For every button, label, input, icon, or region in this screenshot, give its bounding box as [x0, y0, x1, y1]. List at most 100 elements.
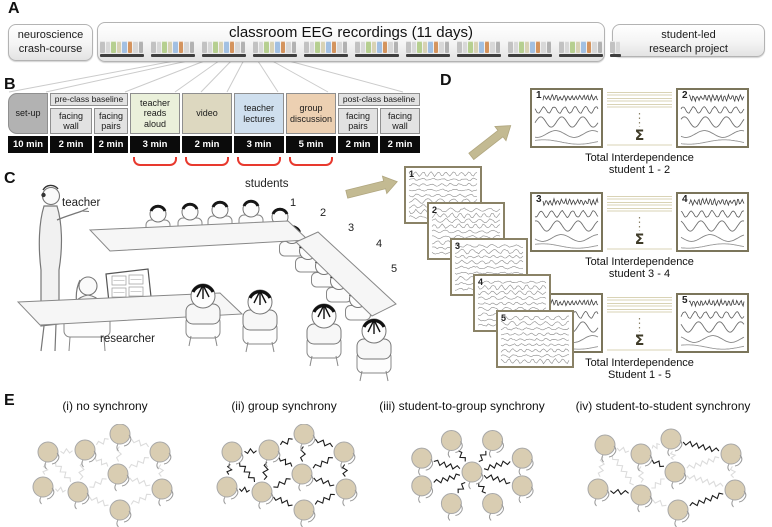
- network-student-to-group: [411, 429, 534, 521]
- head-icon: [660, 428, 683, 457]
- head-circle: [74, 439, 96, 461]
- face-profile: [347, 452, 356, 465]
- neck-line: [258, 501, 261, 510]
- condition-bar: [597, 41, 602, 53]
- fan-line: [226, 57, 246, 93]
- eeg-line: [500, 348, 570, 353]
- day-bar-group: [253, 41, 297, 57]
- post-class-baseline-header: post-class baseline: [338, 93, 420, 106]
- head-circle: [667, 499, 689, 521]
- head-circle: [411, 447, 433, 469]
- face-profile: [674, 439, 683, 452]
- chair-leg: [335, 355, 339, 367]
- neck-line: [518, 495, 522, 504]
- synchrony-link: [669, 451, 677, 461]
- neck-line: [223, 496, 226, 505]
- synchrony-link: [483, 460, 511, 471]
- chair-leg: [188, 335, 192, 347]
- arrow-icon: [468, 125, 512, 161]
- student-figure-back: [185, 283, 221, 347]
- head-icon: [74, 439, 97, 468]
- fan-line: [255, 57, 279, 93]
- condition-bar: [422, 41, 427, 53]
- head-icon: [67, 481, 90, 510]
- head-circle: [109, 424, 131, 445]
- neck-line: [594, 498, 597, 507]
- eeg-trace: [534, 106, 599, 114]
- head-circle: [630, 484, 652, 506]
- chair-leg: [103, 336, 106, 352]
- eeg-line: [454, 259, 524, 265]
- head-circle: [221, 441, 243, 463]
- condition-bar: [524, 41, 529, 53]
- neck-line: [447, 513, 451, 521]
- eeg-trace: [680, 105, 745, 114]
- synchrony-link: [312, 457, 333, 469]
- condition-bar: [269, 41, 274, 53]
- condition-bar: [207, 41, 212, 53]
- head-icon: [221, 441, 244, 470]
- synchrony-link: [457, 481, 466, 494]
- eeg-box-student-5: 5: [676, 293, 749, 353]
- condition-bar: [462, 41, 467, 53]
- head-circle: [333, 441, 355, 463]
- fan-line: [277, 57, 404, 93]
- head-icon: [440, 429, 463, 458]
- synchrony-link: [299, 446, 307, 462]
- face-profile: [305, 474, 314, 487]
- condition-bar: [275, 41, 280, 53]
- condition-bar: [229, 41, 234, 53]
- pair-caption-3-4: Total Interdependence student 3 - 4: [530, 256, 749, 280]
- neck-line: [674, 519, 677, 527]
- synchrony-link: [682, 440, 720, 453]
- eeg-cap-icon: [181, 202, 199, 210]
- chair-leg: [245, 341, 249, 353]
- face-profile: [88, 450, 97, 463]
- condition-bar: [417, 41, 422, 53]
- condition-bar: [240, 41, 245, 53]
- eeg-traces: [534, 197, 599, 249]
- classroom-recordings-title: classroom EEG recordings (11 days): [229, 24, 473, 41]
- condition-bar: [457, 41, 462, 53]
- eeg-box-number: 3: [536, 194, 542, 205]
- panel-e-label: E: [4, 392, 15, 409]
- crash-course-line1: neuroscience: [17, 29, 84, 41]
- face-profile: [349, 489, 358, 502]
- net-title-student-to-student: (iv) student-to-student synchrony: [575, 399, 751, 413]
- face-profile: [265, 492, 274, 505]
- condition-bar: [138, 41, 143, 53]
- condition-bar: [388, 41, 393, 53]
- face-profile: [425, 458, 434, 471]
- sheet-number: 2: [432, 205, 438, 215]
- face-profile: [455, 504, 463, 517]
- synchrony-link: [262, 461, 269, 481]
- eeg-line: [431, 212, 501, 219]
- head-circle: [511, 475, 533, 497]
- eeg-line: [431, 223, 501, 229]
- fan-line: [200, 57, 235, 93]
- eeg-line: [454, 271, 524, 275]
- condition-bar: [564, 41, 569, 53]
- teacher-legs: [40, 323, 57, 352]
- eeg-line: [408, 182, 478, 187]
- eeg-trace: [680, 130, 745, 138]
- face-profile: [123, 434, 132, 447]
- eeg-sheet: 5: [496, 310, 574, 368]
- day-baseline: [355, 54, 399, 57]
- head-icon: [107, 463, 130, 492]
- synchrony-link: [610, 488, 629, 496]
- neck-line: [228, 461, 231, 470]
- eeg-line: [500, 358, 570, 365]
- synchrony-link: [244, 447, 257, 455]
- day-baseline: [304, 54, 348, 57]
- network-student-to-student: [587, 428, 747, 527]
- headset-mic: [41, 192, 46, 198]
- head-icon: [109, 499, 132, 527]
- classroom-illustration: [16, 184, 397, 382]
- pair-caption-1-5: Total Interdependence Student 1 - 5: [530, 357, 749, 381]
- day-bar-group: [100, 41, 144, 57]
- synchrony-link: [78, 461, 85, 481]
- head-circle: [151, 478, 173, 500]
- condition-bar: [326, 41, 331, 53]
